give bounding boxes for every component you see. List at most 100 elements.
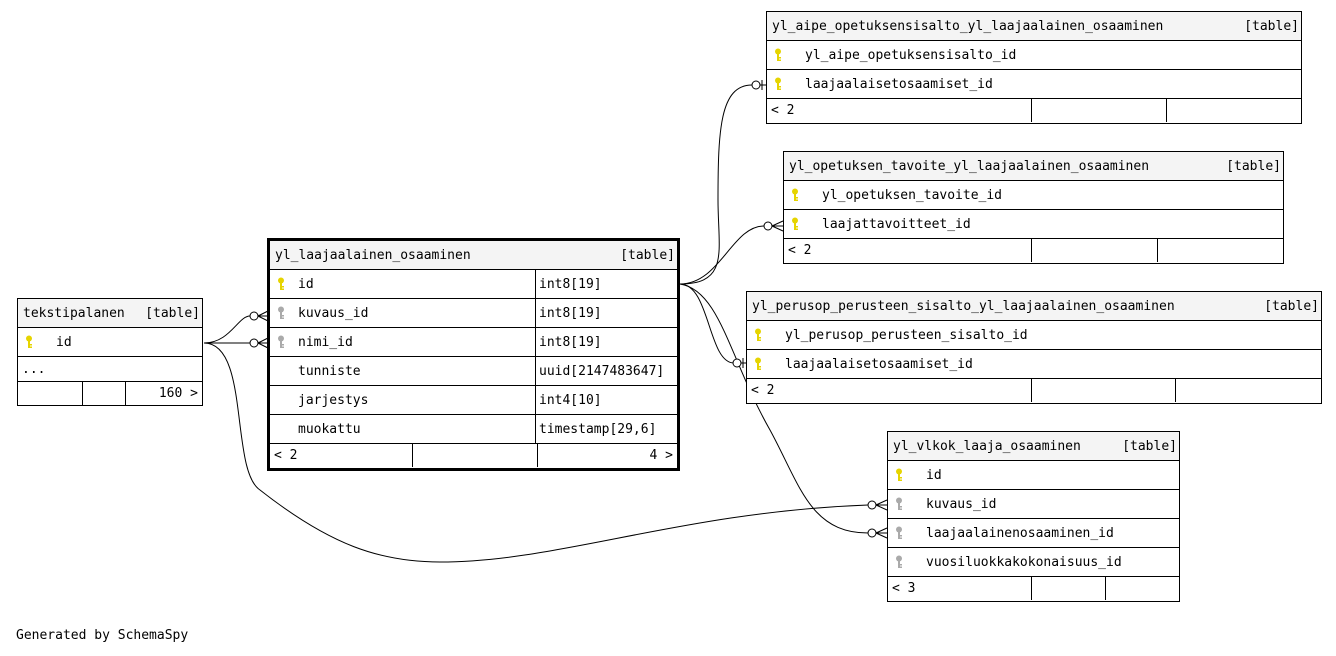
column-type: int8[19] xyxy=(535,299,677,327)
table-kind: [table] xyxy=(620,247,675,263)
primary-key-icon xyxy=(888,468,910,482)
table-kind: [table] xyxy=(1122,438,1177,454)
column-name: laajaalaisetosaamiset_id xyxy=(785,356,973,372)
table-header: yl_aipe_opetuksensisalto_yl_laajaalainen… xyxy=(767,12,1301,41)
column-row[interactable]: laajaalaisetosaamiset_id xyxy=(747,350,1321,379)
footer-empty-cell xyxy=(83,382,126,405)
table-footer: < 2 4 > xyxy=(270,444,677,467)
parents-link[interactable]: < 2 xyxy=(767,99,1032,122)
table-header: tekstipalanen [table] xyxy=(18,299,202,328)
relation-main-tavoite xyxy=(679,225,765,285)
column-type: timestamp[29,6] xyxy=(535,415,677,443)
column-type: int8[19] xyxy=(535,328,677,356)
column-name: jarjestys xyxy=(298,392,369,408)
more-columns[interactable]: ... xyxy=(18,357,202,382)
parents-link[interactable]: < 3 xyxy=(888,577,1032,600)
table-kind: [table] xyxy=(1264,298,1319,314)
footer-empty-cell xyxy=(413,444,538,467)
foreign-key-icon xyxy=(270,306,292,320)
table-footer: < 2 xyxy=(747,379,1321,402)
column-name: yl_opetuksen_tavoite_id xyxy=(822,187,1003,203)
table-tekstipalanen[interactable]: tekstipalanen [table] id ... 160 > xyxy=(17,298,203,406)
table-header: yl_laajaalainen_osaaminen [table] xyxy=(270,241,677,270)
primary-key-icon xyxy=(767,48,789,62)
footer-empty-cell xyxy=(1032,99,1167,122)
relation-tekstipalanen-kuvaus xyxy=(203,315,251,344)
column-type: int4[10] xyxy=(535,386,677,414)
primary-key-icon xyxy=(784,217,806,231)
column-name: id xyxy=(56,334,72,350)
table-name: yl_aipe_opetuksensisalto_yl_laajaalainen… xyxy=(772,18,1164,34)
primary-key-icon xyxy=(18,335,40,349)
parents-link[interactable]: < 2 xyxy=(747,379,1032,402)
generated-by-label: Generated by SchemaSpy xyxy=(16,628,189,643)
primary-key-icon xyxy=(784,188,806,202)
column-name: yl_perusop_perusteen_sisalto_id xyxy=(785,327,1028,343)
column-name: laajattavoitteet_id xyxy=(822,216,971,232)
primary-key-icon xyxy=(747,357,769,371)
column-row[interactable]: laajattavoitteet_id xyxy=(784,210,1283,239)
table-kind: [table] xyxy=(145,305,200,321)
children-link[interactable]: 4 > xyxy=(649,448,673,463)
table-footer: < 2 xyxy=(784,239,1283,262)
column-name: kuvaus_id xyxy=(926,496,997,512)
foreign-key-icon xyxy=(888,555,910,569)
table-name: tekstipalanen xyxy=(23,305,125,321)
table-header: yl_perusop_perusteen_sisalto_yl_laajaala… xyxy=(747,292,1321,321)
footer-empty-cell xyxy=(1167,99,1301,122)
footer-empty-cell xyxy=(1158,239,1283,262)
column-row[interactable]: laajaalainenosaaminen_id xyxy=(888,519,1179,548)
column-name: tunniste xyxy=(298,363,361,379)
relation-main-aipe xyxy=(679,84,753,285)
parents-link[interactable] xyxy=(18,382,83,405)
footer-empty-cell xyxy=(1032,379,1176,402)
table-footer: 160 > xyxy=(18,382,202,405)
column-name: id xyxy=(926,467,942,483)
column-row[interactable]: kuvaus_id xyxy=(888,490,1179,519)
table-header: yl_vlkok_laaja_osaaminen [table] xyxy=(888,432,1179,461)
column-list: yl_perusop_perusteen_sisalto_id laajaalai… xyxy=(747,321,1321,379)
column-row[interactable]: yl_perusop_perusteen_sisalto_id xyxy=(747,321,1321,350)
foreign-key-icon xyxy=(270,335,292,349)
column-row[interactable]: id xyxy=(18,328,202,357)
table-yl-aipe-opetuksensisalto[interactable]: yl_aipe_opetuksensisalto_yl_laajaalainen… xyxy=(766,11,1302,124)
column-name: laajaalaisetosaamiset_id xyxy=(805,76,993,92)
children-link[interactable]: 160 > xyxy=(158,386,198,401)
table-header: yl_opetuksen_tavoite_yl_laajaalainen_osa… xyxy=(784,152,1283,181)
column-row[interactable]: laajaalaisetosaamiset_id xyxy=(767,70,1301,99)
table-yl-perusop-perusteen-sisalto[interactable]: yl_perusop_perusteen_sisalto_yl_laajaala… xyxy=(746,291,1322,404)
column-row[interactable]: yl_opetuksen_tavoite_id xyxy=(784,181,1283,210)
column-name: kuvaus_id xyxy=(298,305,369,321)
column-row[interactable]: id xyxy=(888,461,1179,490)
relation-main-perusop xyxy=(679,283,735,364)
column-list: yl_opetuksen_tavoite_id laajattavoitteet_… xyxy=(784,181,1283,239)
column-name: laajaalainenosaaminen_id xyxy=(926,525,1114,541)
table-name: yl_vlkok_laaja_osaaminen xyxy=(893,438,1081,454)
column-row[interactable]: vuosiluokkakokonaisuus_id xyxy=(888,548,1179,577)
table-footer: < 2 xyxy=(767,99,1301,122)
parents-link[interactable]: < 2 xyxy=(784,239,1032,262)
column-name: yl_aipe_opetuksensisalto_id xyxy=(805,47,1017,63)
column-list: id xyxy=(18,328,202,357)
table-name: yl_perusop_perusteen_sisalto_yl_laajaala… xyxy=(752,298,1175,314)
column-row[interactable]: kuvaus_id int8[19] xyxy=(270,299,677,328)
primary-key-icon xyxy=(270,277,292,291)
table-yl-opetuksen-tavoite[interactable]: yl_opetuksen_tavoite_yl_laajaalainen_osa… xyxy=(783,151,1284,264)
footer-empty-cell xyxy=(1032,577,1106,600)
column-row[interactable]: yl_aipe_opetuksensisalto_id xyxy=(767,41,1301,70)
column-list: yl_aipe_opetuksensisalto_id laajaalaiseto… xyxy=(767,41,1301,99)
table-kind: [table] xyxy=(1244,18,1299,34)
column-name: id xyxy=(298,276,314,292)
column-row[interactable]: jarjestys int4[10] xyxy=(270,386,677,415)
parents-link[interactable]: < 2 xyxy=(270,444,413,467)
table-name: yl_opetuksen_tavoite_yl_laajaalainen_osa… xyxy=(789,158,1150,174)
primary-key-icon xyxy=(767,77,789,91)
table-yl-vlkok-laaja-osaaminen[interactable]: yl_vlkok_laaja_osaaminen [table] id kuvau… xyxy=(887,431,1180,602)
